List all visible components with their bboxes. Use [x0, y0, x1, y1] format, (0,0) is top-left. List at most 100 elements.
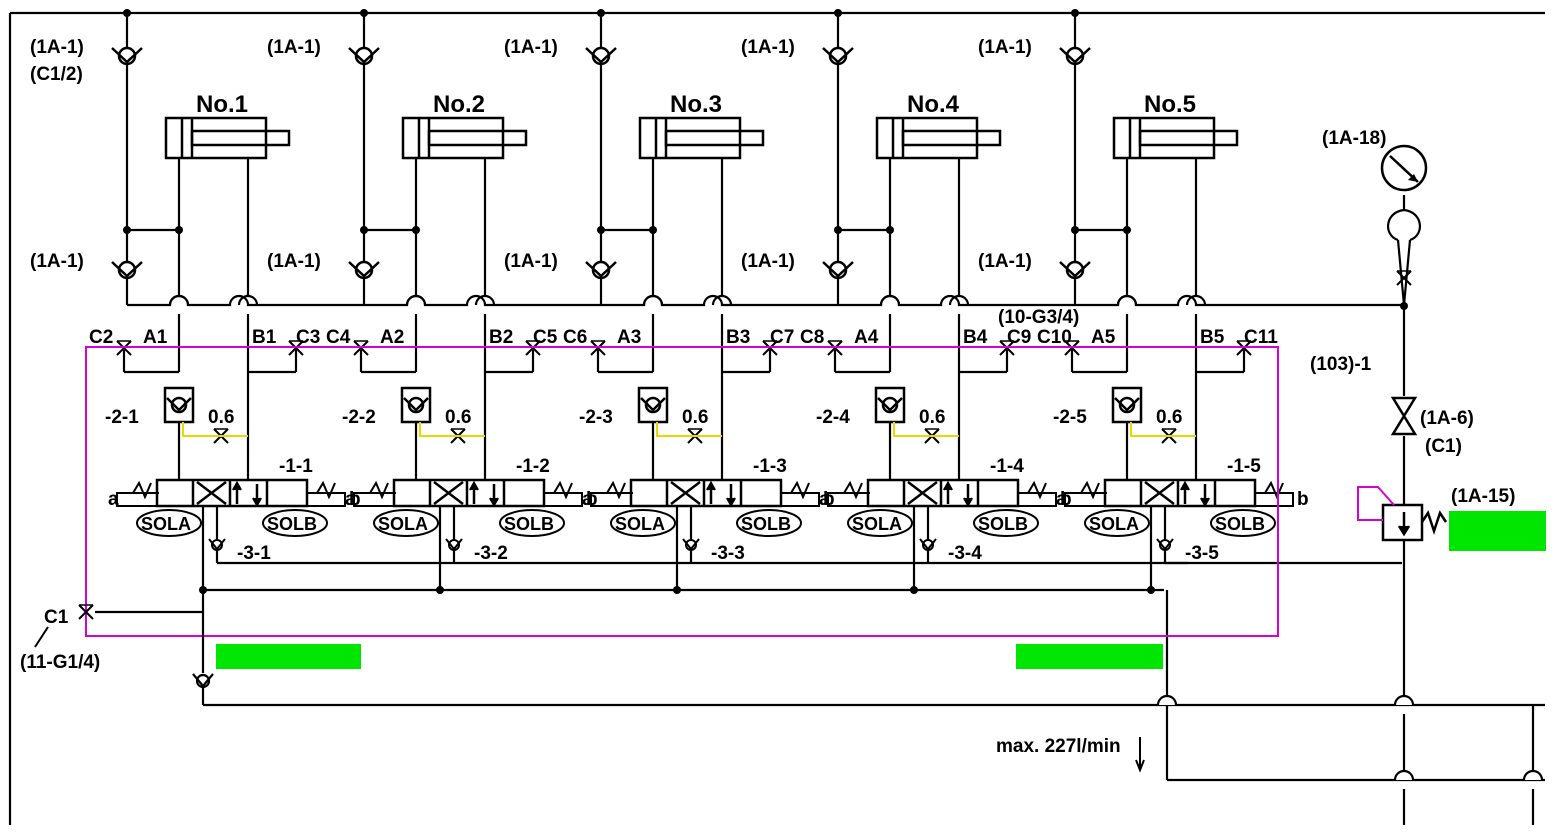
orifice-label: 0.6: [682, 407, 708, 428]
check-label: (1A-1): [741, 37, 795, 58]
check-valve-icon: [821, 260, 855, 280]
check-valve-icon: [347, 260, 381, 280]
check-valve-icon: [1156, 538, 1174, 551]
check-valve-icon: [919, 538, 937, 551]
branch-label: (103)-1: [1310, 354, 1372, 375]
cylinder-name: No.3: [670, 91, 722, 118]
port-label: C11: [1244, 327, 1278, 348]
stop-valve-label: (1A-6): [1420, 408, 1474, 429]
check-valve-icon: [1058, 46, 1092, 66]
highlight-block-left: [216, 644, 361, 669]
check-label: (1A-1): [978, 37, 1032, 58]
check-valve-icon: [166, 396, 192, 414]
orifice-label: 0.6: [208, 407, 234, 428]
solenoid-icon: SOLB: [1210, 509, 1276, 537]
port-label: A4: [854, 327, 879, 348]
flow-arrow-icon: [1135, 737, 1145, 773]
port-label: A3: [617, 327, 641, 348]
solenoid-icon: SOLA: [373, 509, 439, 537]
check-label: -3-1: [237, 543, 271, 564]
port-letter: a: [582, 489, 593, 510]
solenoid-icon: SOLB: [499, 509, 565, 537]
check-label: (1A-1): [504, 251, 558, 272]
solenoid-icon: SOLB: [736, 509, 802, 537]
check-label: (1A-1): [30, 251, 84, 272]
check-label: -2-3: [579, 407, 613, 428]
inlet-port: [34, 604, 94, 648]
check-label: (1A-1): [267, 251, 321, 272]
directional-valve-icon: [353, 478, 583, 508]
port-label: B4: [963, 327, 988, 348]
check-valve-icon: [445, 538, 463, 551]
port-label: C5: [533, 327, 558, 348]
check-label: (1A-1): [504, 37, 558, 58]
solenoid-label: SOLA: [615, 514, 665, 534]
check-label: -3-2: [474, 543, 508, 564]
junction-dot: [597, 9, 605, 17]
port-letter: a: [108, 489, 119, 510]
manifold-port-label: (10-G3/4): [998, 307, 1079, 328]
solenoid-label: SOLA: [141, 514, 191, 534]
solenoid-label: SOLB: [267, 514, 317, 534]
pilot-check-box: [874, 386, 906, 424]
junction-dot: [123, 9, 131, 17]
gauge-branch: [1165, 195, 1535, 825]
junction-dot: [360, 9, 368, 17]
solenoid-label: SOLB: [504, 514, 554, 534]
directional-valve-icon: [1064, 478, 1294, 508]
cylinder-icon: [875, 116, 1002, 160]
cylinder-icon: [401, 116, 528, 160]
junction-dot: [834, 9, 842, 17]
stop-valve-sub-label: (C1): [1425, 436, 1462, 457]
port-letter: a: [345, 489, 356, 510]
port-label: C10: [1037, 327, 1072, 348]
supply-header: [95, 294, 1545, 782]
check-valve-icon: [682, 538, 700, 551]
flow-note: max. 227l/min: [996, 736, 1121, 757]
gauge-label: (1A-18): [1322, 128, 1386, 149]
check-valve-icon: [110, 260, 144, 280]
check-valve-icon: [1114, 396, 1140, 414]
solenoid-label: SOLA: [1089, 514, 1139, 534]
pilot-check-box: [400, 386, 432, 424]
solenoid-label: SOLB: [1215, 514, 1265, 534]
check-valve-icon: [821, 46, 855, 66]
pilot-check-box: [637, 386, 669, 424]
check-label: (1A-1): [978, 251, 1032, 272]
directional-valve-icon: [590, 478, 820, 508]
check-valve-icon: [347, 46, 381, 66]
check-label: -2-1: [105, 407, 139, 428]
hop-icon: [1522, 769, 1544, 782]
check-label: -2-5: [1053, 407, 1087, 428]
port-label: C3: [296, 327, 320, 348]
gauge-throttle-icon: [1396, 270, 1412, 286]
solenoid-icon: SOLA: [136, 509, 202, 537]
orifice-label: 0.6: [1156, 407, 1182, 428]
check-label: (1A-1): [741, 251, 795, 272]
port-letter: a: [1056, 489, 1067, 510]
port-label: C9: [1007, 327, 1031, 348]
inlet-thread-label: (11-G1/4): [20, 652, 100, 673]
valve-label: -1-3: [753, 456, 787, 477]
ball-valve-icon: [1390, 396, 1418, 436]
directional-valve-icon: [116, 478, 346, 508]
return-link: [1165, 561, 1188, 696]
check-label-sub: (C1/2): [30, 64, 83, 85]
check-valve-icon: [403, 396, 429, 414]
port-label: C7: [770, 327, 794, 348]
cylinder-icon: [164, 116, 291, 160]
solenoid-icon: SOLA: [1084, 509, 1150, 537]
port-label: B3: [726, 327, 750, 348]
port-label: A2: [380, 327, 404, 348]
check-valve-icon: [584, 260, 618, 280]
port-label: C4: [326, 327, 351, 348]
hop-icon: [1393, 769, 1415, 782]
orifice-label: 0.6: [919, 407, 945, 428]
port-label: C8: [800, 327, 824, 348]
drain-check-icon: [192, 590, 214, 705]
